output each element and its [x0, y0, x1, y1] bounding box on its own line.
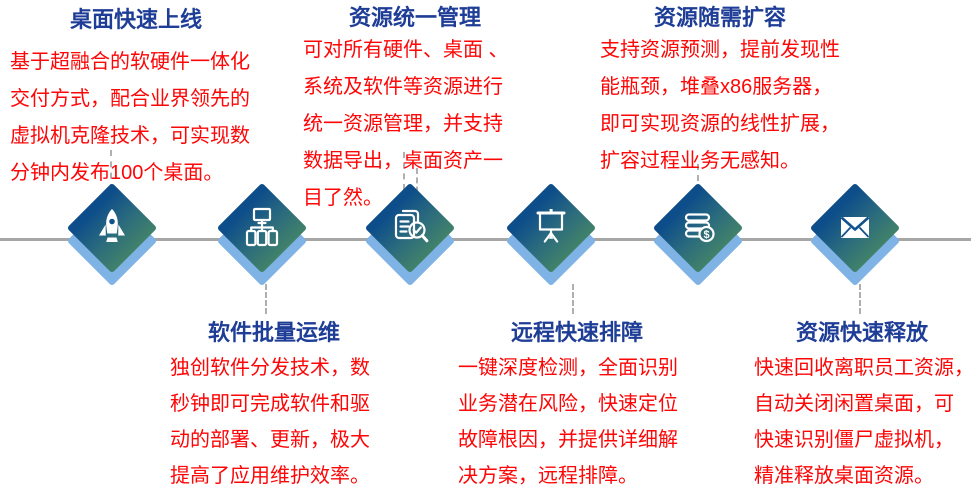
envelope-icon [840, 216, 870, 238]
connector-dashed [416, 168, 418, 202]
feature-title: 软件批量运维 [207, 320, 340, 345]
timeline-node-remote-troubleshooting [505, 182, 597, 287]
projection-screen-icon [536, 209, 566, 243]
feature-block-desktop-launch: 桌面快速上线 基于超融合的软硬件一体化 交付方式，配合业界领先的 虚拟机克隆技术… [10, 6, 262, 192]
connector-dashed [572, 284, 574, 314]
feature-title: 桌面快速上线 [69, 7, 202, 32]
feature-body: 一键深度检测，全面识别 业务潜在风险，快速定位 故障根因，并提供详细解 决方案，… [458, 357, 678, 487]
connector-dashed [110, 150, 112, 190]
feature-title: 资源统一管理 [348, 5, 481, 30]
svg-text:$: $ [703, 229, 709, 241]
timeline-node-batch-ops [216, 182, 308, 287]
timeline-node-resource-release [809, 182, 901, 287]
feature-block-unified-management: 资源统一管理 可对所有硬件、桌面 、 系统及软件等资源进行 统一资源管理，并支持… [303, 4, 527, 217]
feature-body: 快速回收离职员工资源， 自动关闭闲置桌面，可 快速识别僵尸虚拟机， 精准释放桌面… [754, 357, 971, 487]
timeline-node-unified-management [364, 182, 456, 287]
feature-title: 远程快速排障 [510, 320, 643, 345]
feature-body: 基于超融合的软硬件一体化 交付方式，配合业界领先的 虚拟机克隆技术，可实现数 分… [10, 51, 250, 184]
timeline-axis [0, 238, 971, 241]
feature-block-remote-troubleshooting: 远程快速排障 一键深度检测，全面识别 业务潜在风险，快速定位 故障根因，并提供详… [458, 320, 696, 493]
connector-dashed [265, 284, 267, 314]
feature-title: 资源随需扩容 [653, 5, 786, 30]
cash-stack-icon: $ [684, 213, 715, 243]
timeline-node-desktop-launch [66, 182, 158, 287]
connector-dashed [859, 284, 861, 314]
feature-body: 独创软件分发技术，数 秒钟即可完成软件和驱 动的部署、更新，极大 提高了应用维护… [170, 357, 370, 487]
device-network-icon [245, 207, 279, 247]
connector-dashed [403, 152, 405, 190]
feature-block-batch-ops: 软件批量运维 独创软件分发技术，数 秒钟即可完成软件和驱 动的部署、更新，极大 … [170, 320, 378, 493]
rocket-icon [99, 209, 125, 242]
feature-title: 资源快速释放 [795, 320, 928, 345]
timeline-node-elastic-scaling: $ [652, 182, 744, 287]
document-audit-icon [394, 209, 429, 243]
feature-body: 可对所有硬件、桌面 、 系统及软件等资源进行 统一资源管理，并支持 数据导出，桌… [303, 39, 509, 209]
feature-block-resource-release: 资源快速释放 快速回收离职员工资源， 自动关闭闲置桌面，可 快速识别僵尸虚拟机，… [754, 320, 971, 493]
feature-block-elastic-scaling: 资源随需扩容 支持资源预测，提前发现性 能瓶颈，堆叠x86服务器， 即可实现资源… [600, 4, 840, 180]
connector-dashed [697, 164, 699, 192]
feature-body: 支持资源预测，提前发现性 能瓶颈，堆叠x86服务器， 即可实现资源的线性扩展， … [600, 39, 840, 172]
